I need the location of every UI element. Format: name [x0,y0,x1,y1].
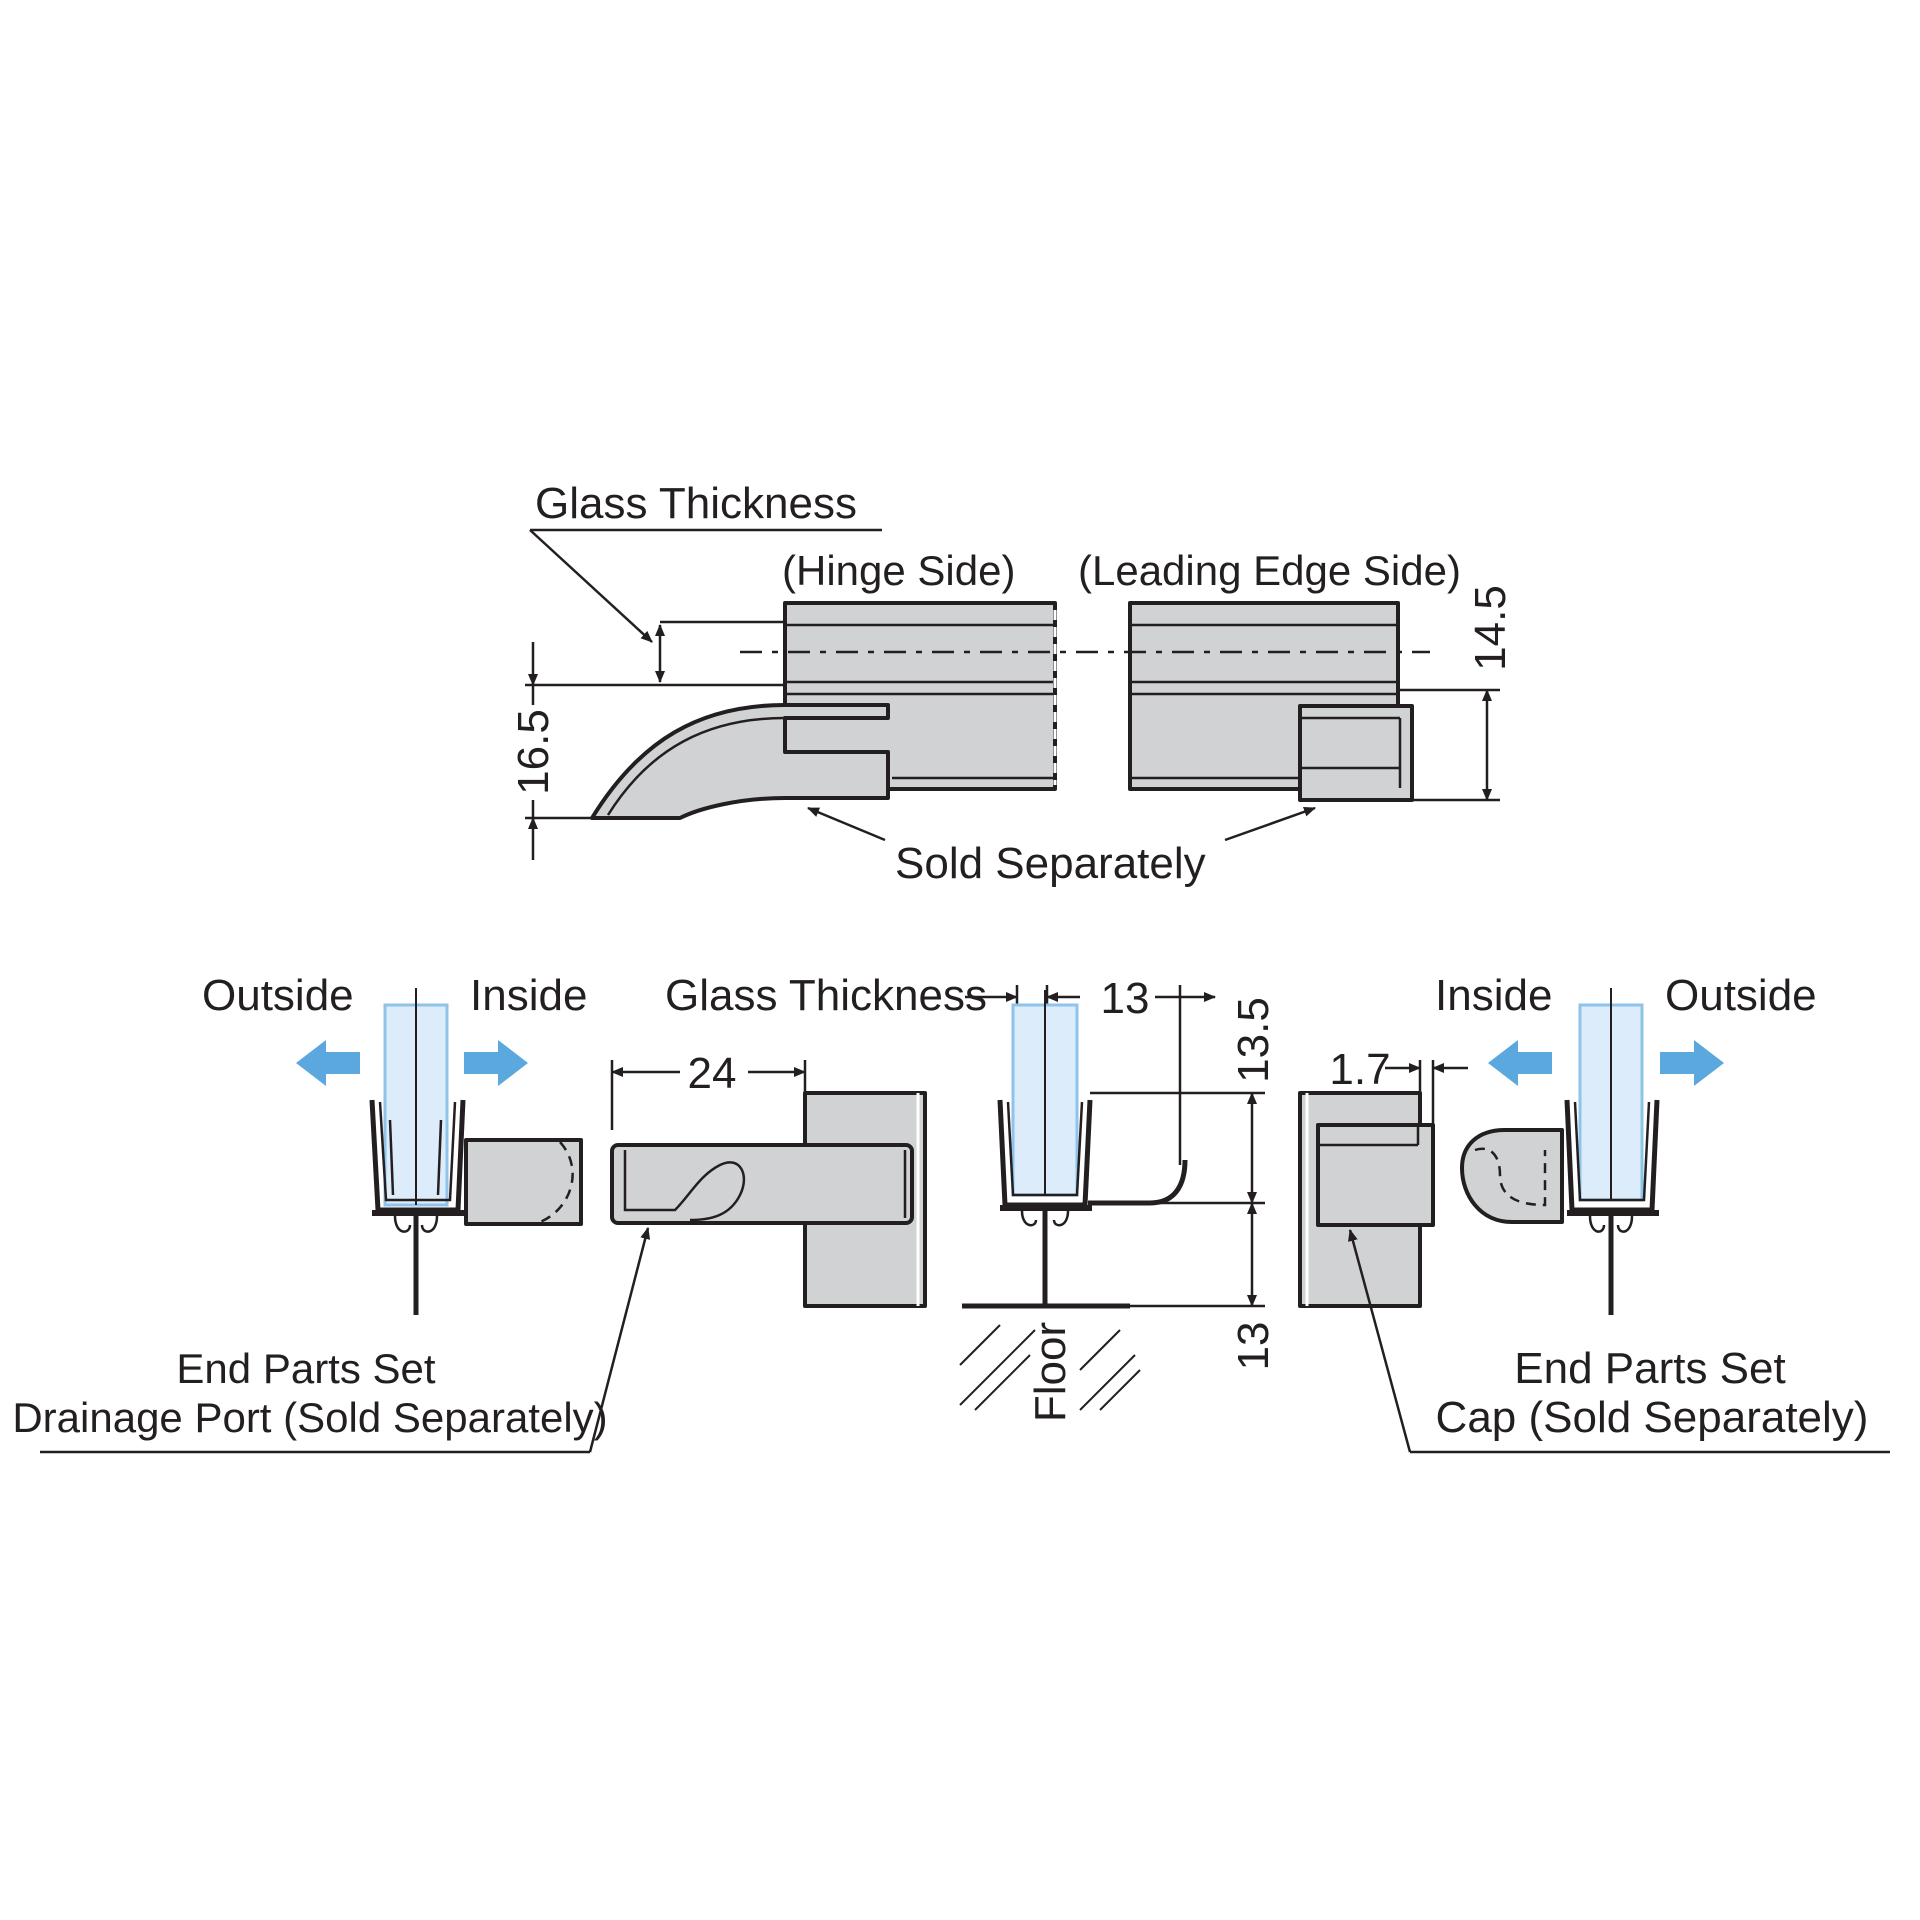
dim-16-5: 16.5 [509,709,558,795]
right-callout-line2: Cap (Sold Separately) [1436,1393,1869,1442]
dim-13-height: 13 [1229,1322,1278,1371]
dim-14-5: 14.5 [1466,585,1515,671]
drainage-port-end-part [610,1143,914,1225]
drainage-port-view: 24 [610,1049,927,1308]
middle-seal-lip [1088,1159,1188,1206]
hinge-side-label: (Hinge Side) [782,547,1015,594]
sold-separately-leader-right [1224,806,1316,842]
right-inside-label: Inside [1435,971,1552,1020]
left-callout-line2: Drainage Port (Sold Separately) [12,1394,607,1441]
cap-body [1298,704,1414,802]
top-glass-thickness-leader [529,529,653,643]
cap-view: 1.7 [1298,1045,1468,1308]
dim-13-5: 13.5 [1229,997,1278,1083]
bottom-views: Outside Inside 24 [12,971,1890,1454]
right-callout-leader [1348,1229,1412,1453]
left-inside-label: Inside [470,971,587,1020]
left-inside-arrow-icon [464,1040,528,1086]
right-outside-label: Outside [1665,971,1817,1020]
right-cap-end-part [1460,1128,1564,1224]
sold-separately-leader-left [807,806,886,842]
leading-edge-side-label: (Leading Edge Side) [1078,547,1461,594]
drainage-end-part [590,703,890,820]
floor-hatch [959,1324,1141,1411]
cap-end-part [1298,704,1414,802]
left-outside-label: Outside [202,971,354,1020]
left-callout-line1: End Parts Set [176,1345,435,1392]
left-outside-arrow-icon [296,1040,360,1086]
top-view: Glass Thickness (Hinge Side) (Leading Ed… [509,479,1515,888]
sold-separately-label: Sold Separately [895,839,1206,888]
left-section-view: Outside Inside [202,971,587,1315]
right-callout: End Parts Set Cap (Sold Separately) [1348,1229,1890,1454]
right-outside-arrow-icon [1660,1040,1724,1086]
dim-1-7: 1.7 [1329,1045,1390,1094]
top-glass-thickness-label: Glass Thickness [535,479,857,528]
right-section-view: Inside Outside [1435,971,1817,1315]
middle-glass-thickness-label: Glass Thickness [665,971,987,1020]
dim-13-width: 13 [1101,974,1150,1023]
cap-part [1316,1123,1435,1227]
left-callout: End Parts Set Drainage Port (Sold Separa… [12,1227,651,1454]
dim-24: 24 [688,1049,737,1098]
middle-section-view: Glass Thickness 13 [665,971,1278,1422]
left-drainage-end-part [464,1138,583,1226]
right-inside-arrow-icon [1488,1040,1552,1086]
left-callout-leader [588,1227,651,1453]
floor-label: Floor [1026,1322,1075,1422]
right-callout-line1: End Parts Set [1514,1344,1785,1393]
